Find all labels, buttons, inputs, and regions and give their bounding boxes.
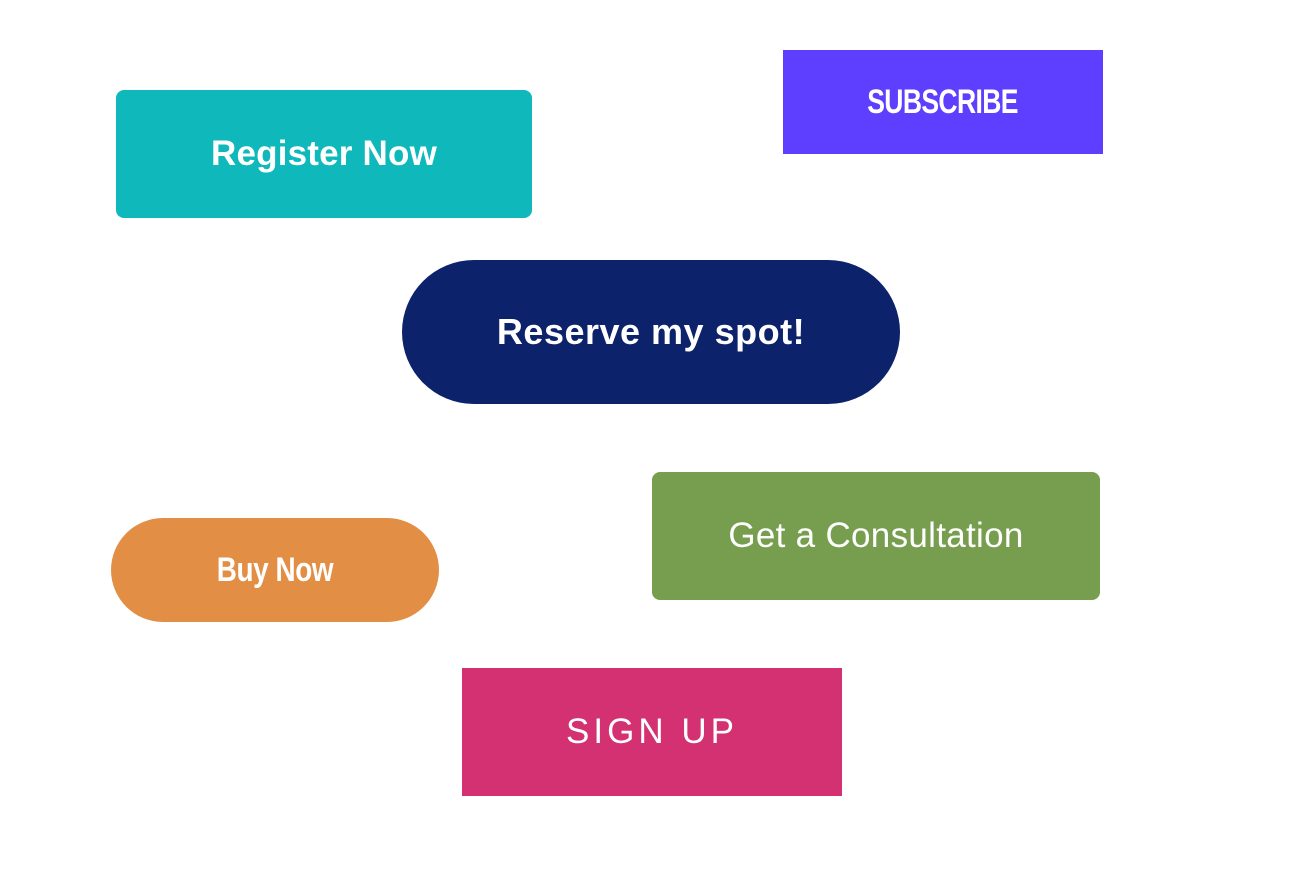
subscribe-button[interactable]: SUBSCRIBE (783, 50, 1103, 154)
reserve-my-spot-button[interactable]: Reserve my spot! (402, 260, 900, 404)
get-a-consultation-label: Get a Consultation (728, 516, 1024, 555)
sign-up-button[interactable]: SIGN UP (462, 668, 842, 796)
subscribe-label: SUBSCRIBE (867, 82, 1019, 121)
buy-now-label: Buy Now (216, 550, 334, 589)
register-now-button[interactable]: Register Now (116, 90, 532, 218)
sign-up-label: SIGN UP (566, 712, 738, 751)
reserve-my-spot-label: Reserve my spot! (496, 311, 806, 352)
register-now-label: Register Now (210, 134, 438, 173)
get-a-consultation-button[interactable]: Get a Consultation (652, 472, 1100, 600)
buy-now-button[interactable]: Buy Now (111, 518, 439, 622)
